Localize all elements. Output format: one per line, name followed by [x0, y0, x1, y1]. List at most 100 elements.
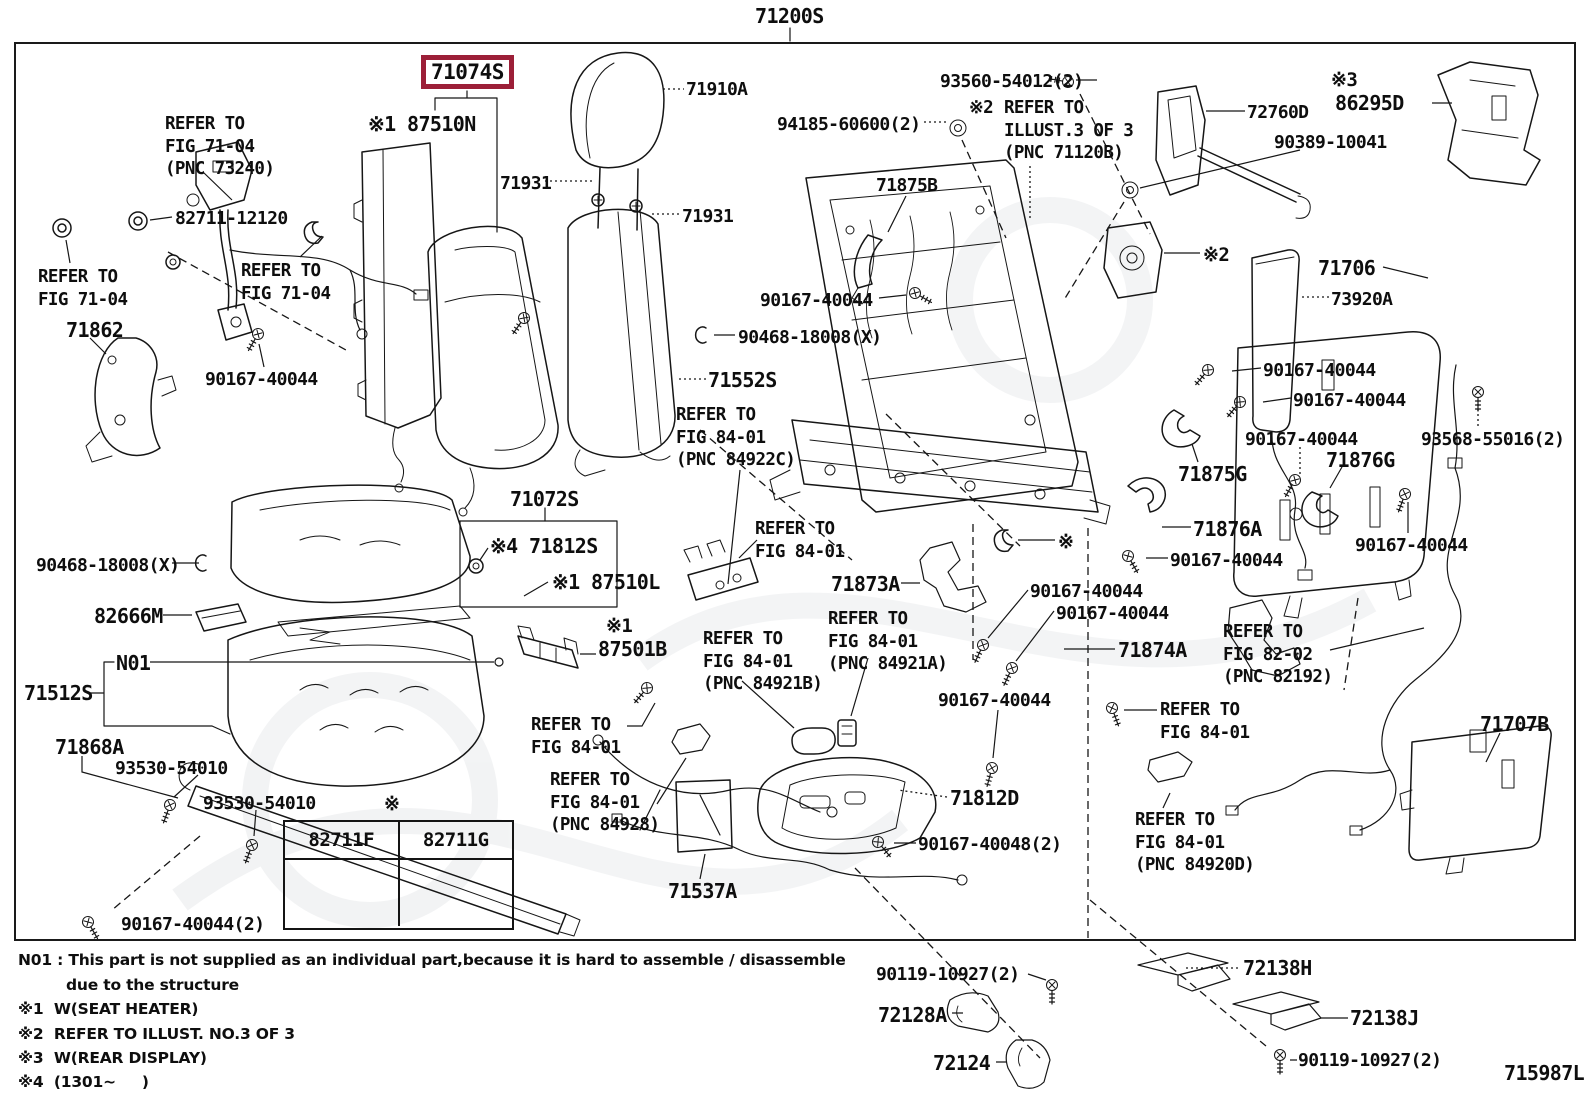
watermark [172, 197, 1377, 928]
part-label: 71868A [55, 735, 124, 759]
reference-note-line: REFER TO [1223, 622, 1303, 642]
part-label: 71537A [668, 879, 737, 903]
part-label: 90167-40044 [938, 690, 1051, 711]
part-label: 90468-18008(X) [36, 555, 180, 576]
table-header-82711G: 82711G [397, 822, 513, 858]
reference-note-line: FIG 84-01 [550, 792, 640, 813]
part-label: 90167-40044 [1245, 429, 1358, 450]
part-label: 90167-40044 [1263, 360, 1376, 381]
reference-note-line: FIG 84-01 [703, 651, 793, 672]
part-label: 90167-40044 [760, 290, 873, 311]
part-label: 71873A [831, 572, 900, 596]
reference-note-line: (PNC 84928) [550, 815, 660, 835]
part-label: ※1 [606, 615, 633, 637]
part-label: 72138J [1350, 1006, 1419, 1030]
part-label: 93568-55016(2) [1421, 429, 1565, 450]
part-label: ※4 71812S [490, 534, 598, 558]
reference-note-line: REFER TO [755, 519, 835, 539]
figure-title: 71200S [755, 4, 824, 28]
part-label: 90167-40044 [205, 369, 318, 390]
reference-note-line: (PNC 84922C) [676, 450, 796, 470]
reference-note-line: (PNC 84921A) [828, 654, 948, 674]
part-label: 72138H [1243, 956, 1312, 980]
part-label: 72760D [1247, 102, 1309, 123]
part-label: 90119-10927(2) [1298, 1050, 1442, 1071]
part-label: 90167-40044 [1056, 603, 1169, 624]
part-label: 71931 [682, 206, 734, 227]
part-label: 90167-40044 [1293, 390, 1406, 411]
clip-variant-table: 82711F 82711G [283, 820, 514, 930]
reference-note-line: FIG 82-02 [1223, 644, 1313, 665]
part-label: ※1 87510L [552, 570, 660, 594]
highlighted-part-label: 71074S [421, 55, 514, 89]
reference-note-line: FIG 84-01 [531, 737, 621, 758]
footnote: ※1 W(SEAT HEATER) [18, 1000, 199, 1018]
reference-note-line: FIG 84-01 [1135, 832, 1225, 853]
reference-note-line: FIG 71-04 [241, 283, 331, 304]
footnote: due to the structure [66, 976, 239, 994]
footnote: N01 : This part is not supplied as an in… [18, 951, 846, 969]
part-label: 90167-40044(2) [121, 914, 265, 935]
part-label: 71707B [1480, 712, 1549, 736]
table-cell-left [285, 860, 398, 926]
part-label: ※1 87510N [368, 112, 476, 136]
reference-note-line: REFER TO [241, 261, 321, 281]
part-label: 93560-54012(2) [940, 71, 1084, 92]
reference-note-line: (PNC 84921B) [703, 674, 823, 694]
part-label: 87501B [598, 637, 667, 661]
part-label: 94185-60600(2) [777, 114, 921, 135]
part-label: 71875G [1178, 462, 1247, 486]
reference-note-line: REFER TO [828, 609, 908, 629]
part-label: 71512S [24, 681, 93, 705]
part-label: 90167-40044 [1030, 581, 1143, 602]
part-label: 71876G [1326, 448, 1395, 472]
part-label: 90167-40044 [1170, 550, 1283, 571]
reference-note-line: REFER TO [703, 629, 783, 649]
part-label: 71812D [950, 786, 1019, 810]
reference-note-line: (PNC 84920D) [1135, 855, 1255, 875]
reference-note: ※2 [969, 97, 994, 120]
diagram-border [14, 42, 1576, 941]
reference-note-line: (PNC 82192) [1223, 667, 1333, 687]
part-label: 90167-40044 [1355, 535, 1468, 556]
reference-note-line: REFER TO [165, 114, 245, 134]
part-label: 71072S [510, 487, 579, 511]
part-label: 93530-54010 [115, 758, 228, 779]
part-label: 71706 [1318, 256, 1376, 280]
reference-note-line: FIG 84-01 [1160, 722, 1250, 743]
reference-note-line: (PNC 71120B) [1004, 143, 1124, 163]
reference-note-line: REFER TO [38, 267, 118, 287]
reference-note-line: ※2 [969, 98, 994, 118]
reference-note-line: REFER TO [1004, 98, 1084, 118]
part-label: 71552S [708, 368, 777, 392]
part-label: 90119-10927(2) [876, 964, 1020, 985]
part-label: 72124 [933, 1051, 991, 1075]
reference-note-line: REFER TO [676, 405, 756, 425]
part-label: ※ [1058, 531, 1074, 553]
reference-note-line: REFER TO [1160, 700, 1240, 720]
part-label: ※3 [1331, 69, 1358, 91]
reference-note-line: REFER TO [531, 715, 611, 735]
part-label: 82711-12120 [175, 208, 288, 229]
part-label: 73920A [1331, 289, 1393, 310]
part-label: 86295D [1335, 91, 1404, 115]
drawing-code: 715987L [1504, 1061, 1585, 1085]
reference-note-line: FIG 71-04 [165, 136, 255, 157]
reference-note-line: FIG 84-01 [828, 631, 918, 652]
reference-note-line: FIG 71-04 [38, 289, 128, 310]
reference-note-line: FIG 84-01 [676, 427, 766, 448]
part-label: 93530-54010 [203, 793, 316, 814]
part-label: 90167-40048(2) [918, 834, 1062, 855]
part-label: 71862 [66, 318, 124, 342]
